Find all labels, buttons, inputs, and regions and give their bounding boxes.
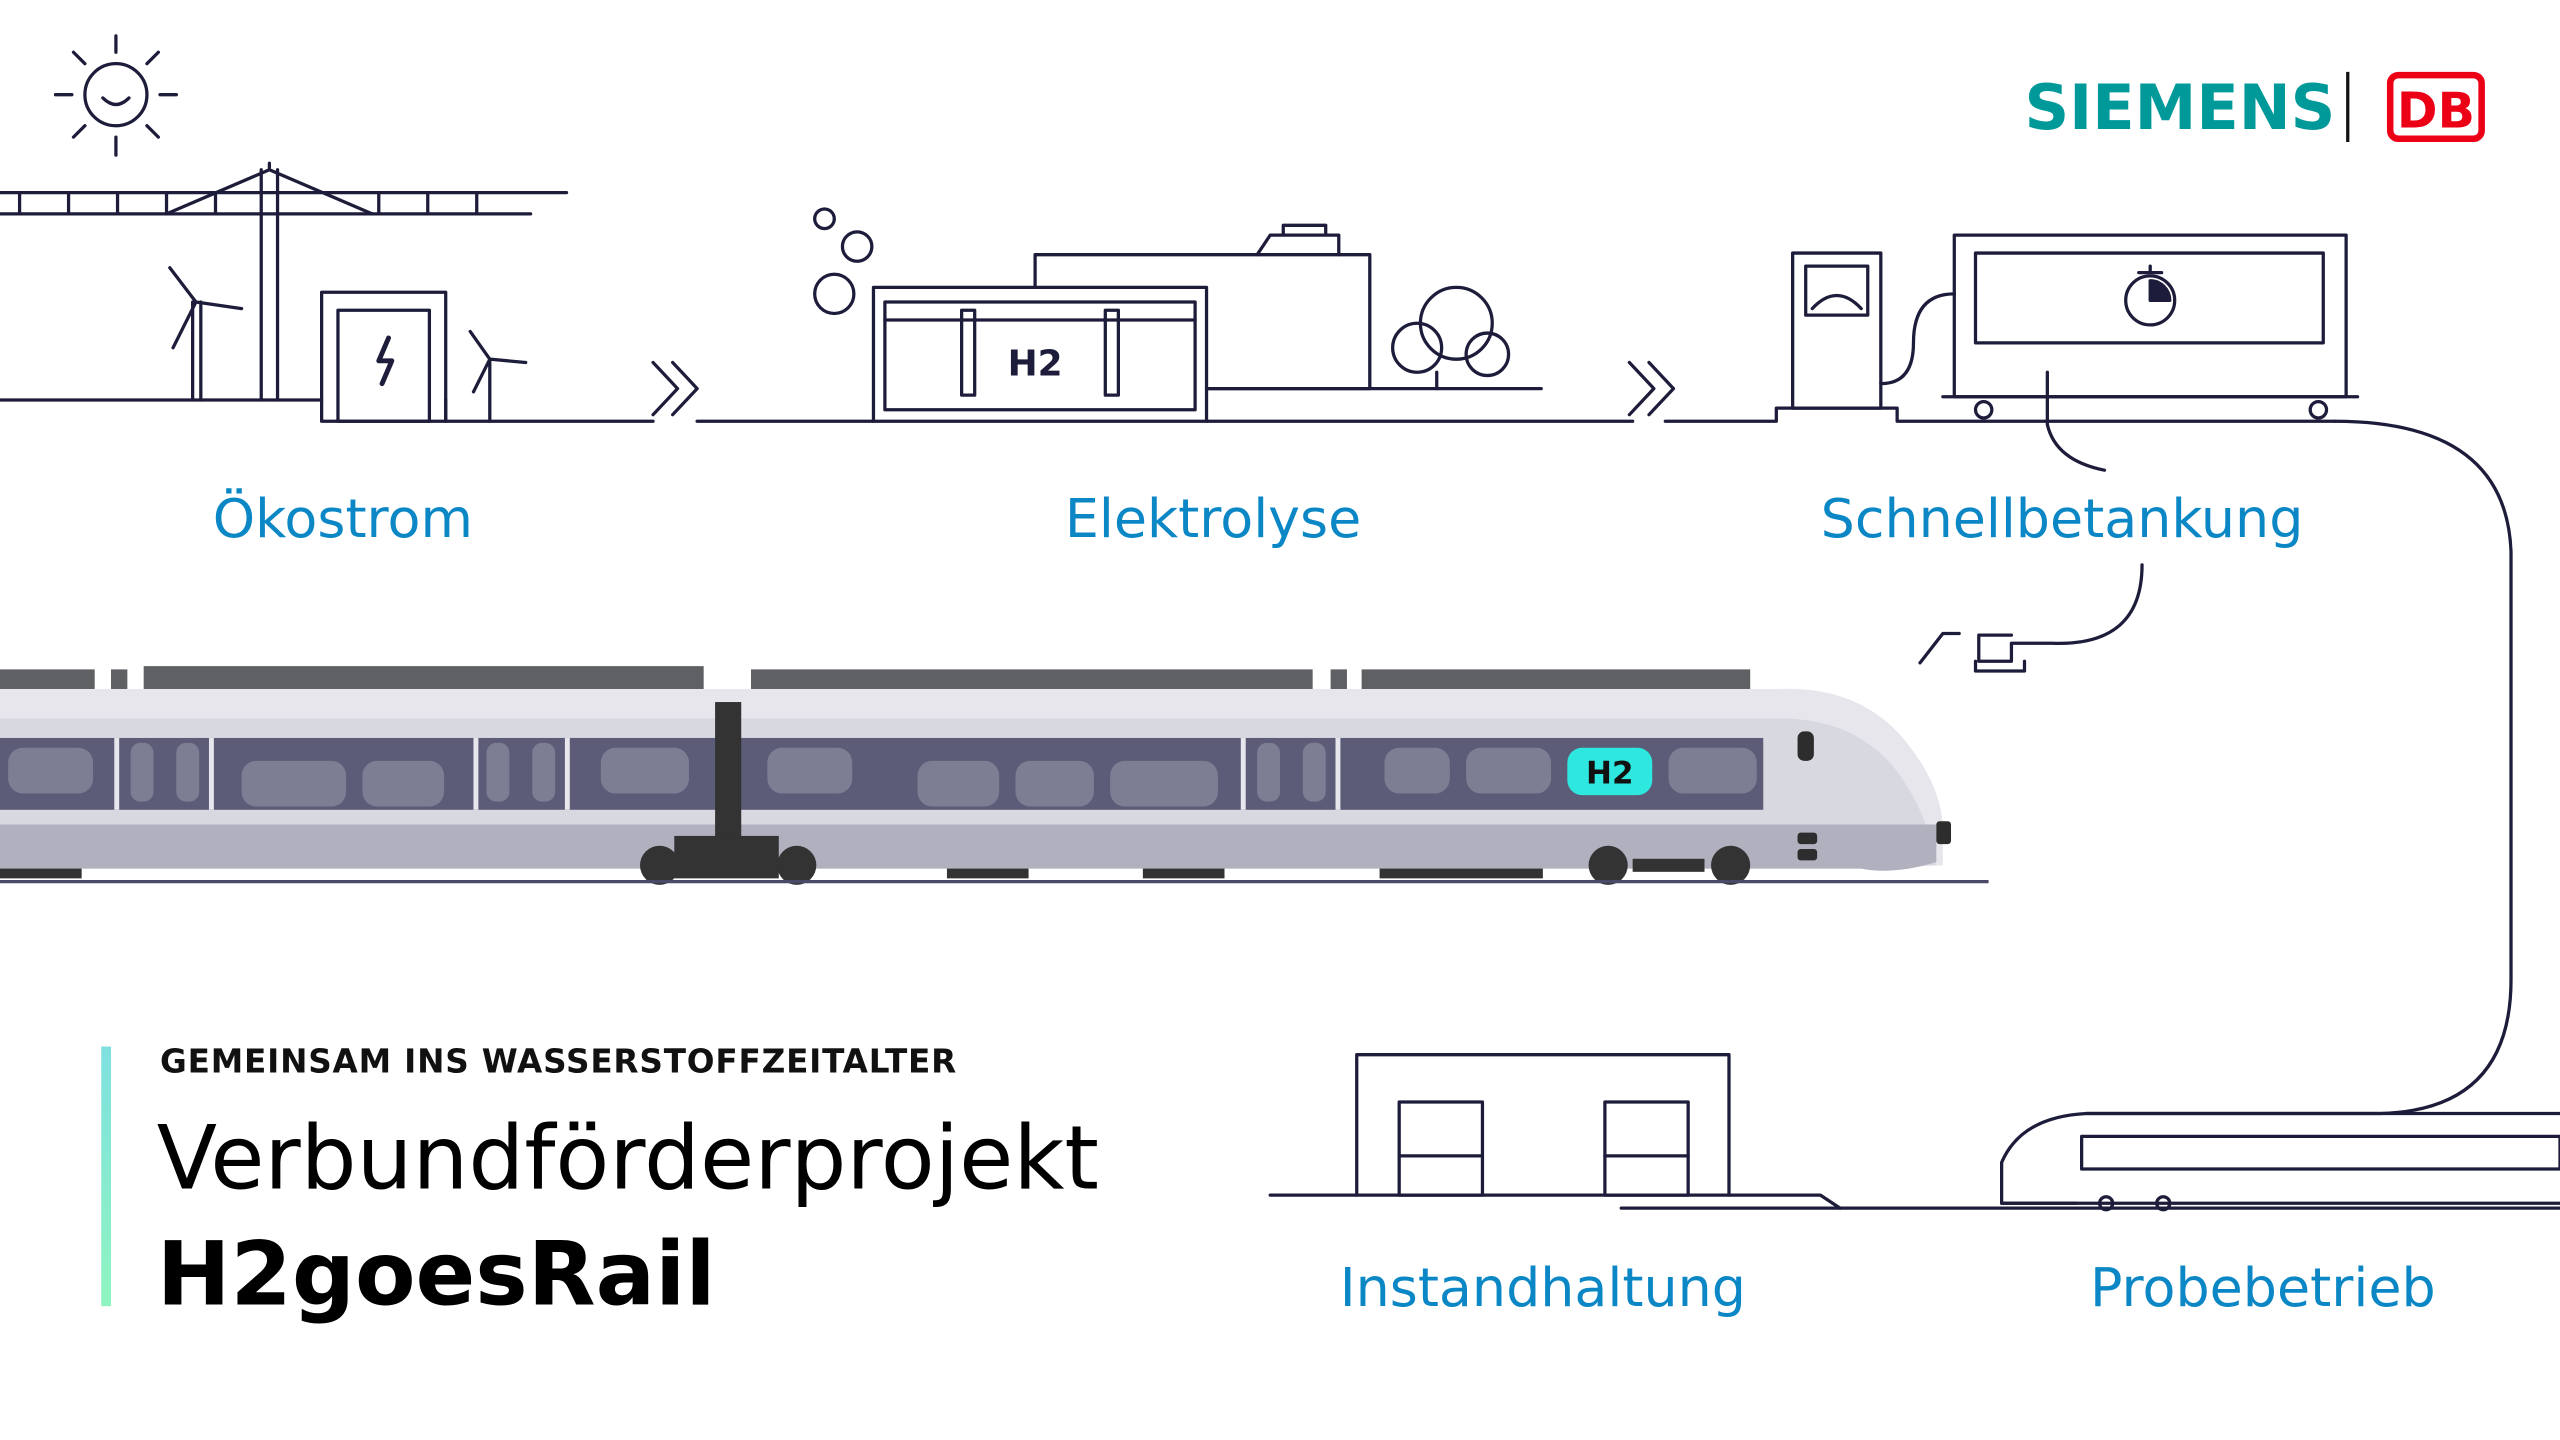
train-h2-badge	[1567, 747, 1653, 796]
maintenance-depot-illustration	[1268, 1053, 1842, 1210]
electrolysis-illustration	[813, 207, 2337, 423]
siemens-logo: SIEMENS	[2024, 71, 2335, 144]
headline-kicker: GEMEINSAM INS WASSERSTOFFZEITALTER	[160, 1043, 957, 1081]
db-logo-text: DB	[2397, 82, 2475, 139]
step-label-electrolysis: Elektrolyse	[1065, 487, 1361, 550]
headline-project-name: H2goesRail	[157, 1222, 716, 1325]
green-power-illustration	[0, 161, 876, 423]
step-label-fast-refuelling: Schnellbetankung	[1821, 487, 2304, 550]
h2-tank-label: H2	[1008, 344, 1063, 385]
siemens-logo-text: SIEMENS	[2024, 71, 2335, 144]
step-label-maintenance: Instandhaltung	[1340, 1256, 1746, 1319]
refuelling-illustration	[1619, 233, 2560, 1212]
sun-icon	[53, 34, 178, 157]
db-logo: DB	[2386, 71, 2485, 143]
step-label-trial-operation: Probebetrieb	[2090, 1256, 2436, 1319]
train-h2-badge-text: H2	[1586, 756, 1634, 792]
headline-accent-bar	[101, 1046, 112, 1307]
hydrogen-train: H2	[0, 666, 1989, 885]
step-label-green-power: Ökostrom	[213, 487, 473, 550]
headline-title: Verbundförderprojekt	[157, 1107, 1099, 1210]
